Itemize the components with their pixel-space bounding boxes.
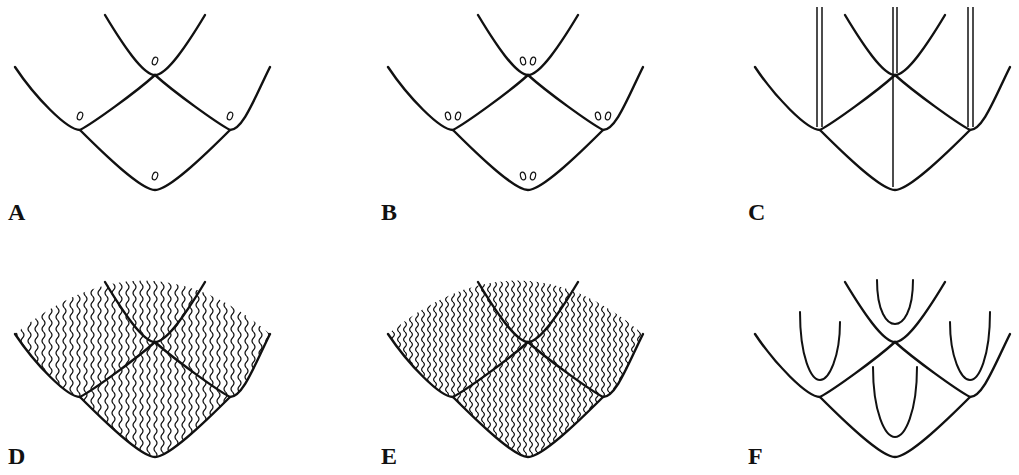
scale-panel	[388, 15, 643, 190]
panel-letter: A	[8, 200, 25, 224]
scale-panel	[755, 280, 1010, 457]
panel-letter: E	[381, 444, 397, 468]
scale-panel	[755, 7, 1010, 190]
panel-letter: F	[748, 444, 763, 468]
panel-letter: B	[381, 200, 397, 224]
panel-letter: D	[8, 444, 25, 468]
panel-letter: C	[748, 200, 765, 224]
scale-panel	[15, 15, 270, 190]
scale-panel	[15, 281, 270, 458]
scale-panel	[388, 281, 643, 458]
